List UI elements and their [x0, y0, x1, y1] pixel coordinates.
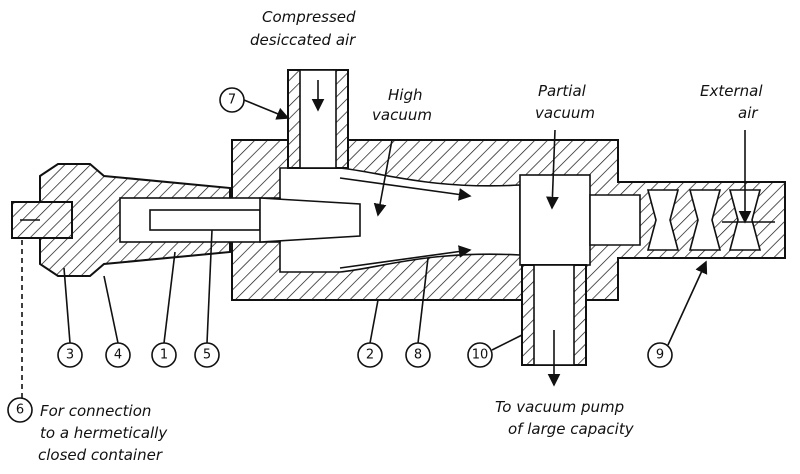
callout-9: 9	[647, 260, 708, 368]
callout-10: 10	[467, 334, 523, 368]
svg-text:9: 9	[656, 348, 664, 363]
svg-text:1: 1	[160, 348, 168, 363]
callout-2: 2	[357, 299, 383, 368]
flow-arrows	[311, 80, 775, 387]
svg-text:desiccated air: desiccated air	[250, 31, 356, 49]
svg-text:6: 6	[16, 403, 24, 418]
svg-text:To vacuum pump: To vacuum pump	[495, 398, 624, 416]
svg-text:2: 2	[366, 348, 374, 363]
svg-text:8: 8	[414, 348, 422, 363]
svg-text:4: 4	[114, 348, 122, 363]
main-housing	[231, 139, 786, 301]
high-vacuum-label: High vacuum	[372, 86, 432, 124]
connector-assembly	[11, 163, 361, 277]
callout-3: 3	[57, 267, 83, 368]
svg-text:3: 3	[66, 348, 74, 363]
diffuser-fins	[646, 189, 762, 251]
callout-7: 7	[219, 87, 290, 120]
svg-text:closed container: closed container	[38, 446, 163, 464]
svg-text:to a hermetically: to a hermetically	[40, 424, 168, 442]
partial-vacuum-label: Partial vacuum	[535, 82, 595, 122]
svg-text:air: air	[738, 104, 758, 122]
svg-text:For connection: For connection	[40, 402, 151, 420]
svg-text:5: 5	[203, 348, 211, 363]
svg-text:Partial: Partial	[538, 82, 587, 100]
svg-text:7: 7	[228, 93, 236, 108]
vacuum-pump-label: To vacuum pump of large capacity	[495, 398, 635, 438]
external-air-label: External air	[700, 82, 763, 122]
svg-text:High: High	[388, 86, 422, 104]
callout-6: 6	[7, 238, 33, 423]
compressed-air-label: Compressed desiccated air	[250, 8, 356, 49]
callout-5: 5	[194, 229, 220, 368]
svg-text:vacuum: vacuum	[535, 104, 595, 122]
callout-1: 1	[151, 251, 177, 368]
callout-4: 4	[103, 275, 131, 368]
svg-text:External: External	[700, 82, 763, 100]
svg-text:Compressed: Compressed	[262, 8, 356, 26]
svg-text:of large capacity: of large capacity	[508, 420, 635, 438]
svg-text:vacuum: vacuum	[372, 106, 432, 124]
svg-text:10: 10	[472, 348, 489, 363]
container-connection-label: For connection to a hermetically closed …	[38, 402, 168, 464]
callout-8: 8	[405, 257, 431, 368]
